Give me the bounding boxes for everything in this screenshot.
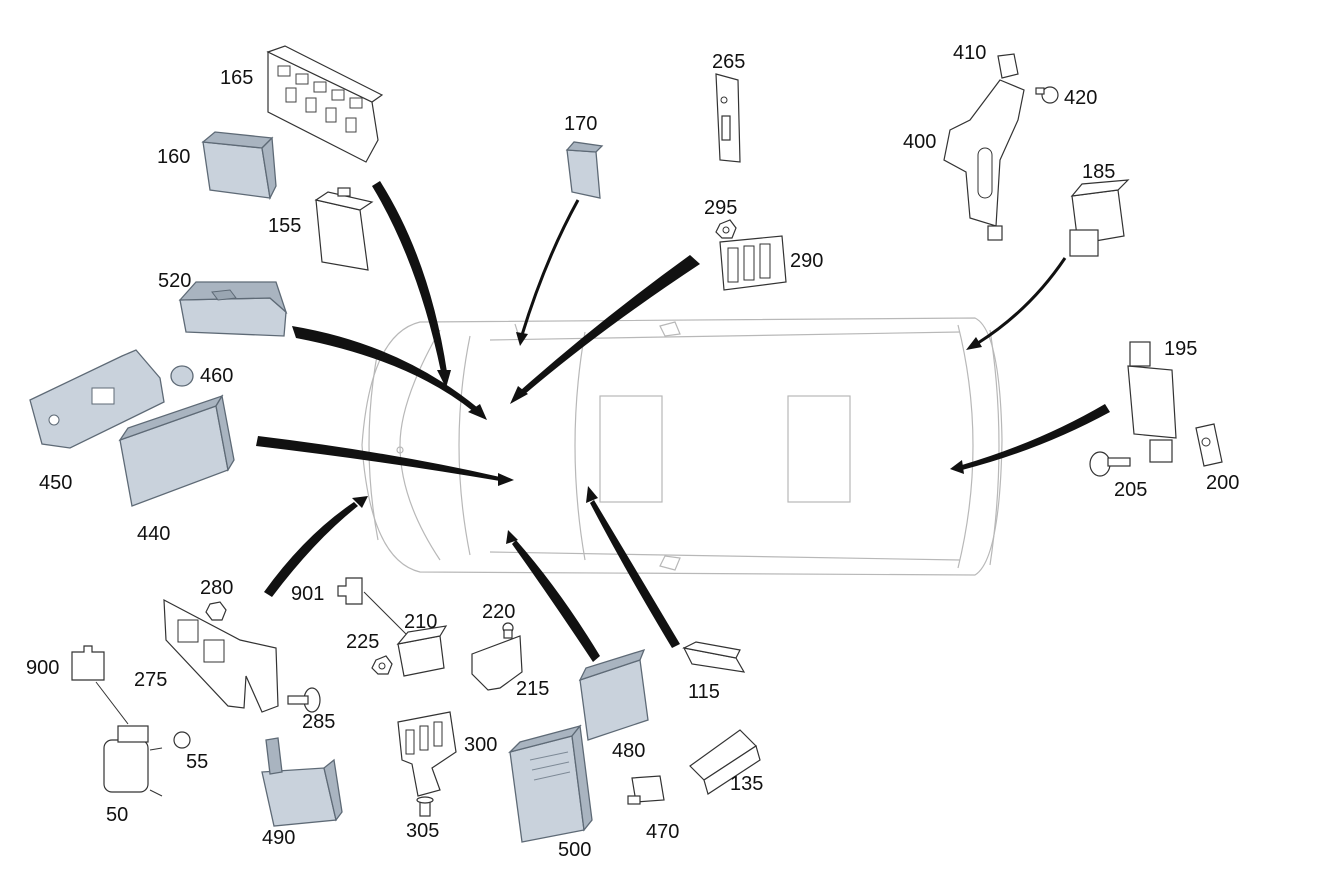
part-220-screw <box>502 622 514 639</box>
label-490: 490 <box>262 827 295 849</box>
part-200-clip <box>1195 423 1223 467</box>
part-901-connector-symbol <box>337 577 407 635</box>
part-170-sensor <box>565 141 604 199</box>
part-295-nut <box>715 219 737 239</box>
label-225: 225 <box>346 631 379 653</box>
part-165-fuse-box <box>266 45 384 163</box>
arrow-115 <box>590 500 680 648</box>
label-160: 160 <box>157 146 190 168</box>
part-265-bracket <box>715 73 741 163</box>
part-460-grommet <box>170 365 194 387</box>
label-520: 520 <box>158 270 191 292</box>
part-210-control-module <box>396 625 448 677</box>
label-265: 265 <box>712 51 745 73</box>
label-470: 470 <box>646 821 679 843</box>
label-165: 165 <box>220 67 253 89</box>
label-210: 210 <box>404 611 437 633</box>
part-300-bracket <box>397 711 457 797</box>
part-470-relay <box>627 775 665 805</box>
part-275-bracket <box>163 598 279 713</box>
label-215: 215 <box>516 678 549 700</box>
label-170: 170 <box>564 113 597 135</box>
label-155: 155 <box>268 215 301 237</box>
label-205: 205 <box>1114 479 1147 501</box>
label-200: 200 <box>1206 472 1239 494</box>
part-290-bracket <box>719 235 787 291</box>
arrow-275 <box>264 502 358 597</box>
label-901: 901 <box>291 583 324 605</box>
part-205-screw <box>1089 451 1131 477</box>
part-280-nut <box>205 601 227 621</box>
part-410-clip <box>997 53 1019 79</box>
label-500: 500 <box>558 839 591 861</box>
arrows <box>256 181 1110 662</box>
part-420-screw <box>1035 86 1059 104</box>
vehicle-outline <box>361 317 1003 576</box>
part-500-control-unit <box>507 724 593 843</box>
part-225-nut <box>371 655 393 675</box>
label-400: 400 <box>903 131 936 153</box>
part-285-screw <box>287 687 321 713</box>
part-155-control-module <box>314 187 374 271</box>
label-460: 460 <box>200 365 233 387</box>
label-440: 440 <box>137 523 170 545</box>
label-900: 900 <box>26 657 59 679</box>
arrow-440 <box>256 436 500 481</box>
label-410: 410 <box>953 42 986 64</box>
label-275: 275 <box>134 669 167 691</box>
part-160-control-module <box>201 131 277 201</box>
part-490-control-unit <box>261 737 343 827</box>
label-300: 300 <box>464 734 497 756</box>
label-480: 480 <box>612 740 645 762</box>
part-305-bolt <box>416 796 434 817</box>
part-520-control-unit <box>178 281 288 337</box>
label-450: 450 <box>39 472 72 494</box>
label-305: 305 <box>406 820 439 842</box>
part-115-control-module <box>682 641 746 673</box>
part-50-sensor <box>103 725 163 797</box>
part-195-control-module <box>1127 341 1177 463</box>
arrow-480 <box>512 540 600 662</box>
arrow-170 <box>520 199 580 336</box>
part-185-control-module <box>1069 179 1130 257</box>
label-50: 50 <box>106 804 128 826</box>
label-220: 220 <box>482 601 515 623</box>
part-450-bracket <box>29 349 165 449</box>
label-420: 420 <box>1064 87 1097 109</box>
part-440-control-module <box>118 394 235 507</box>
label-185: 185 <box>1082 161 1115 183</box>
arrow-520 <box>292 326 478 412</box>
label-280: 280 <box>200 577 233 599</box>
part-400-bracket <box>943 79 1025 241</box>
part-480-control-module <box>578 648 649 741</box>
arrow-290 <box>521 255 700 394</box>
arrow-155 <box>372 181 447 372</box>
label-295: 295 <box>704 197 737 219</box>
part-215-bracket <box>471 635 523 691</box>
label-285: 285 <box>302 711 335 733</box>
arrow-195 <box>962 404 1110 470</box>
label-135: 135 <box>730 773 763 795</box>
label-195: 195 <box>1164 338 1197 360</box>
part-135-control-module <box>689 729 761 795</box>
part-900-connector-symbol <box>71 645 129 725</box>
label-55: 55 <box>186 751 208 773</box>
part-55-grommet <box>173 731 191 749</box>
label-115: 115 <box>688 681 720 703</box>
label-290: 290 <box>790 250 823 272</box>
part-labels: 165 160 155 170 265 295 290 410 420 400 … <box>26 42 1239 861</box>
arrow-185 <box>977 257 1067 345</box>
